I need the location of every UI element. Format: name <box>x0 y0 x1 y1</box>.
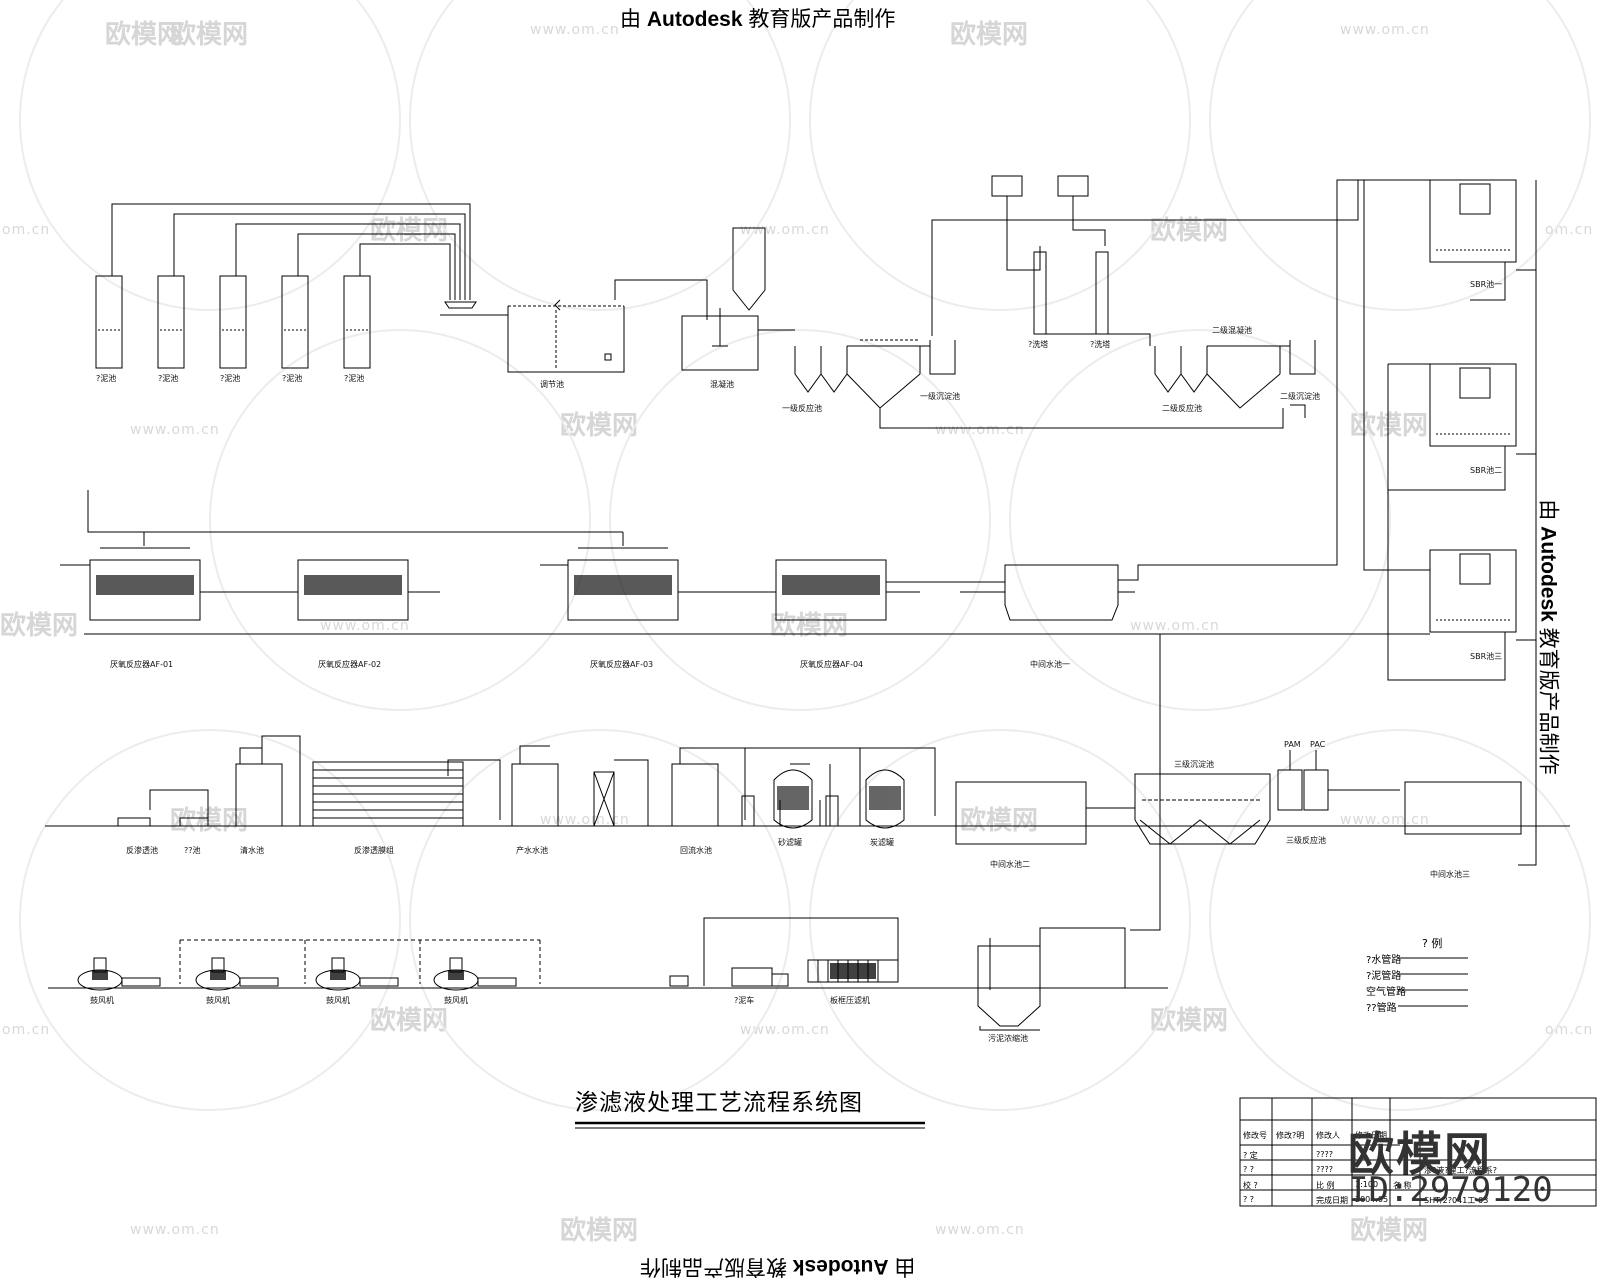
label-sand-filter: 砂滤罐 <box>778 838 802 847</box>
label-sbr-1: SBR池一 <box>1470 280 1503 289</box>
label-reactor-4: 厌氧反应器AF-04 <box>800 660 864 669</box>
reactor-fill <box>96 575 880 595</box>
legend-title: ? 例 <box>1422 937 1443 950</box>
scrubber-towers <box>991 175 1151 346</box>
brand-logo-text: 欧模网 <box>1348 1127 1492 1181</box>
second-reaction-settling <box>1154 340 1316 418</box>
label-carbon-filter: 炭滤罐 <box>870 838 894 847</box>
autodesk-stamp-top: 由 Autodesk 教育版产品制作 <box>620 3 895 33</box>
label-reactor-3: 厌氧反应器AF-03 <box>590 660 654 669</box>
label-sbr-3: SBR池三 <box>1470 652 1503 661</box>
row4-blowers <box>48 917 1168 1031</box>
label-reactor-1: 厌氧反应器AF-01 <box>110 660 174 669</box>
tb-cell: 修改?明 <box>1276 1131 1305 1140</box>
label-sludge-tank-5: ?泥池 <box>344 374 365 383</box>
label-blower-4: 鼓风机 <box>444 996 468 1005</box>
label-intermediate-tank-3: 中间水池三 <box>1430 870 1470 879</box>
label-clear-water-tank: 清水池 <box>240 846 264 855</box>
label-blower-3: 鼓风机 <box>326 996 350 1005</box>
equalization-tank <box>440 279 708 373</box>
label-first-reaction: 一级反应池 <box>782 404 822 413</box>
tb-cell: 完成日期 <box>1316 1196 1348 1205</box>
label-sludge-truck: ?泥车 <box>734 996 755 1005</box>
legend-item-other: ??管路 <box>1366 1003 1397 1014</box>
stamp-brand: Autodesk <box>646 8 743 31</box>
label-filter-press: 板框压滤机 <box>830 996 870 1005</box>
label-third-reaction: 三级反应池 <box>1286 836 1326 845</box>
label-blower-2: 鼓风机 <box>206 996 230 1005</box>
tb-name-value: 渗?液?理工?流程系? <box>1424 1166 1497 1175</box>
label-intermediate-tank-1: 中间水池一 <box>1030 660 1070 669</box>
row1-sludge-tanks <box>95 203 477 369</box>
coagulation-tank <box>681 227 795 371</box>
label-ro-tank: 反渗透池 <box>126 846 158 855</box>
tb-cell: ???? <box>1316 1165 1333 1174</box>
tb-cell: 修改人 <box>1316 1131 1340 1140</box>
tb-name-label: 名 称 <box>1393 1181 1412 1190</box>
label-first-settling: 一级沉淀池 <box>920 392 960 401</box>
label-reactor-2: 厌氧反应器AF-02 <box>318 660 382 669</box>
label-sludge-tank-1: ?泥池 <box>96 374 117 383</box>
row4-blower-bodies <box>92 963 876 980</box>
label-sludge-tank-2: ?泥池 <box>158 374 179 383</box>
title-block-grid <box>1239 1097 1597 1207</box>
label-second-coag: 二级混凝池 <box>1212 326 1252 335</box>
label-blower-1: 鼓风机 <box>90 996 114 1005</box>
label-equalization-tank: 调节池 <box>540 380 564 389</box>
label-intermediate-tank-2: 中间水池二 <box>990 860 1030 869</box>
sbr-tanks <box>1363 179 1537 866</box>
tb-cell: 校 ? <box>1243 1181 1258 1190</box>
label-ro-membrane: 反渗透膜组 <box>354 846 394 855</box>
label-scrubber-2: ?洗塔 <box>1090 340 1111 349</box>
tb-cell: ???? <box>1316 1150 1333 1159</box>
tb-cell: 2004.05 <box>1355 1195 1389 1204</box>
label-sludge-tank-4: ?泥池 <box>282 374 303 383</box>
label-product-water: 产水水池 <box>516 846 548 855</box>
drawing-title: 渗滤液处理工艺流程系统图 <box>575 1090 863 1116</box>
tb-cell: ? ? <box>1243 1195 1255 1204</box>
stamp-prefix: 由 <box>620 8 647 31</box>
stamp-suffix: 教育版产品制作 <box>742 8 896 31</box>
row2-reactors <box>60 179 1430 931</box>
label-third-settling: 三级沉淀池 <box>1174 760 1214 769</box>
label-sludge-thickener: 污泥浓缩池 <box>988 1034 1028 1043</box>
label-sbr-2: SBR池二 <box>1470 466 1503 475</box>
label-coagulation-tank: 混凝池 <box>710 380 734 389</box>
tb-cell: 修改日期 <box>1355 1131 1387 1140</box>
legend-lines <box>1398 957 1468 1007</box>
label-sludge-tank-3: ?泥池 <box>220 374 241 383</box>
brand-id: ID:2979120 <box>1348 1170 1553 1210</box>
tb-cell: ? ? <box>1243 1165 1255 1174</box>
label-scrubber-1: ?洗塔 <box>1028 340 1049 349</box>
label-second-reaction: 二级反应池 <box>1162 404 1202 413</box>
label-pam: PAM <box>1284 740 1301 749</box>
tb-drawing-no: SHT/2?041工-03 <box>1424 1196 1489 1205</box>
label-pac: PAC <box>1310 740 1326 749</box>
label-aux-tank: ??池 <box>184 846 201 855</box>
tb-cell: 比 例 <box>1316 1181 1335 1190</box>
legend-item-air: 空气管路 <box>1366 987 1406 998</box>
row3-media <box>777 786 901 810</box>
tb-cell: 修改号 <box>1243 1131 1267 1140</box>
tb-cell: 1:100 <box>1355 1180 1379 1189</box>
label-second-settling: 二级沉淀池 <box>1280 392 1320 401</box>
tb-cell: ? 定 <box>1243 1151 1258 1160</box>
legend-item-sludge: ?泥管路 <box>1366 971 1402 982</box>
label-return-tank: 回流水池 <box>680 846 712 855</box>
row3-treatment <box>45 735 1570 845</box>
legend-item-water: ?水管路 <box>1366 955 1402 966</box>
